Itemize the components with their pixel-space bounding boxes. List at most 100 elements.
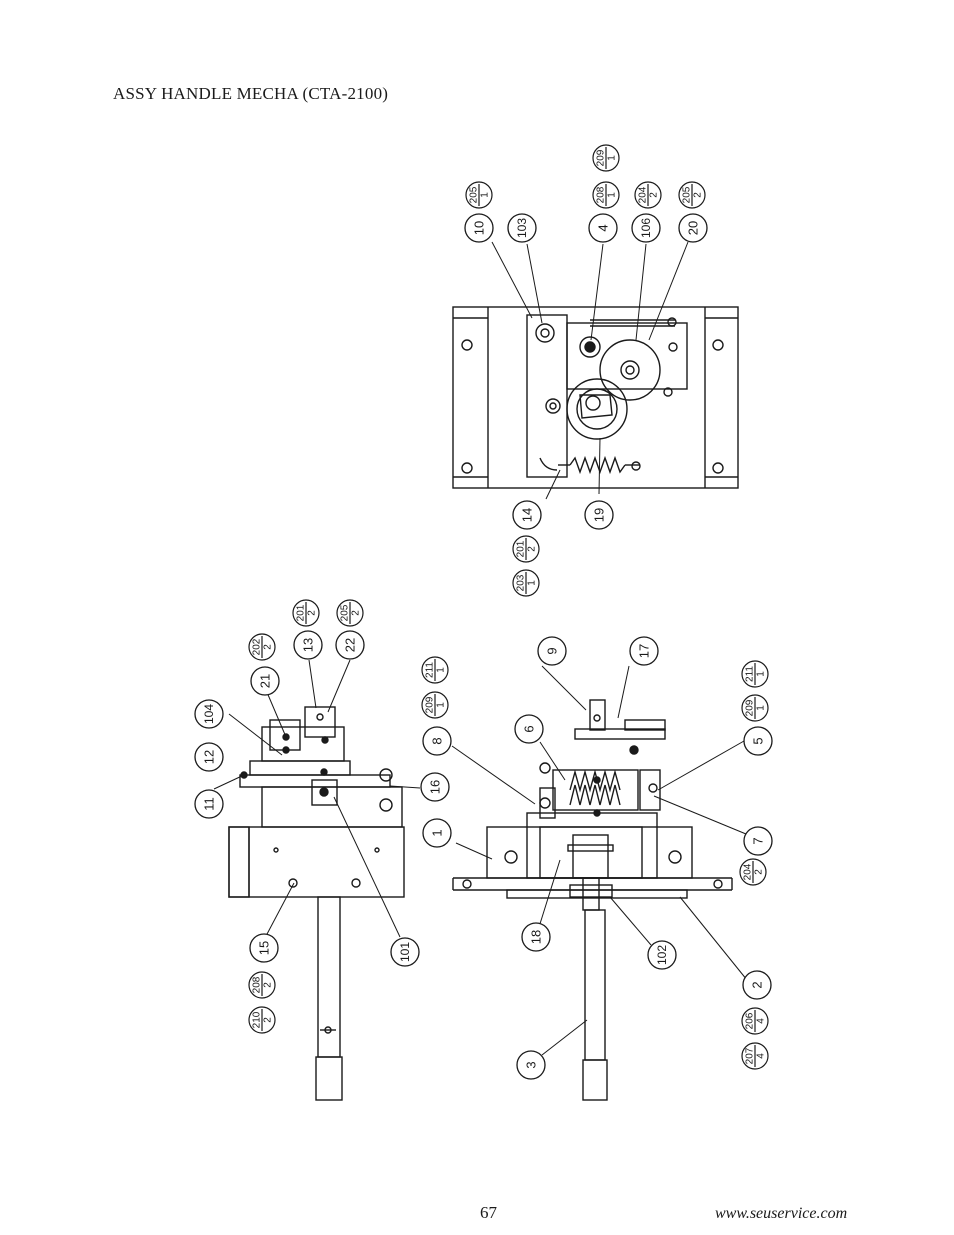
qty-part: 204	[638, 186, 649, 203]
footer-website: www.seuservice.com	[715, 1205, 848, 1222]
qty-part: 211	[745, 666, 756, 682]
leader-lines	[213, 241, 748, 1056]
qty-count: 2	[263, 1017, 274, 1023]
callout-label: 22	[343, 638, 358, 652]
callout-label: 14	[520, 508, 535, 522]
callout-16: 16	[420, 772, 450, 802]
qty-count: 1	[607, 192, 618, 198]
qty-part: 203	[516, 574, 527, 591]
qty-part: 202	[252, 638, 263, 655]
callout-3: 3	[516, 1050, 546, 1080]
callout-label: 2	[750, 981, 765, 988]
callout-label: 11	[202, 797, 217, 811]
callout-10: 10	[464, 213, 494, 243]
callout-5: 5	[743, 726, 773, 756]
qty-part: 208	[252, 976, 263, 993]
qty-count: 2	[754, 869, 765, 875]
callout-106: 106	[631, 213, 661, 243]
qty-count: 2	[527, 546, 538, 552]
callout-101: 101	[390, 937, 420, 967]
callout-label: 16	[428, 780, 443, 794]
callout-label: 13	[301, 638, 316, 652]
callout-18: 18	[521, 922, 551, 952]
qty-part: 205	[682, 186, 693, 203]
qty-count: 1	[527, 580, 538, 586]
callout-label: 104	[202, 704, 216, 724]
callout-19: 19	[584, 500, 614, 530]
callout-label: 102	[655, 945, 669, 965]
page-title: ASSY HANDLE MECHA (CTA-2100)	[113, 84, 389, 103]
callout-15: 15	[249, 933, 279, 963]
callout-label: 5	[751, 737, 766, 744]
qty-part: 201	[516, 540, 527, 557]
callout-12: 12	[194, 742, 224, 772]
callout-21: 21	[250, 666, 280, 696]
qty-part: 205	[469, 186, 480, 203]
qty-count: 2	[263, 644, 274, 650]
callout-6: 6	[514, 714, 544, 744]
qty-part: 208	[596, 186, 607, 203]
callout-label: 15	[257, 941, 272, 955]
qty-part: 209	[596, 149, 607, 166]
callout-label: 17	[637, 644, 652, 658]
callout-7: 7	[743, 826, 773, 856]
qty-count: 4	[756, 1053, 767, 1059]
qty-count: 1	[756, 671, 767, 677]
qty-count: 2	[693, 192, 704, 198]
qty-part: 205	[340, 604, 351, 621]
callout-13: 13	[293, 630, 323, 660]
qty-count: 1	[436, 667, 447, 673]
qty-part: 209	[425, 696, 436, 713]
qty-count: 2	[351, 610, 362, 616]
callout-4: 4	[588, 213, 618, 243]
callout-label: 1	[430, 829, 445, 836]
callout-label: 101	[398, 942, 412, 962]
callout-1: 1	[422, 818, 452, 848]
qty-count: 2	[307, 610, 318, 616]
qty-part: 207	[745, 1047, 756, 1064]
page-number: 67	[480, 1203, 497, 1222]
qty-count: 1	[756, 705, 767, 711]
callout-label: 9	[545, 647, 560, 654]
callout-17: 17	[629, 636, 659, 666]
qty-part: 210	[252, 1011, 263, 1028]
callout-2: 2	[742, 970, 772, 1000]
top-view-plate	[452, 306, 739, 489]
callout-label: 19	[592, 508, 607, 522]
qty-part: 206	[745, 1012, 756, 1029]
callout-label: 6	[522, 725, 537, 732]
qty-count: 2	[263, 982, 274, 988]
callout-label: 12	[202, 750, 217, 764]
callout-104: 104	[194, 699, 224, 729]
callout-14: 14	[512, 500, 542, 530]
callout-9: 9	[537, 636, 567, 666]
callout-20: 20	[678, 213, 708, 243]
qty-part: 209	[745, 699, 756, 716]
qty-count: 1	[607, 155, 618, 161]
front-view-assembly	[452, 699, 733, 1101]
qty-part: 211	[425, 662, 436, 678]
qty-part: 204	[743, 863, 754, 880]
qty-count: 4	[756, 1018, 767, 1024]
callout-label: 18	[529, 930, 544, 944]
callout-label: 20	[686, 221, 701, 235]
